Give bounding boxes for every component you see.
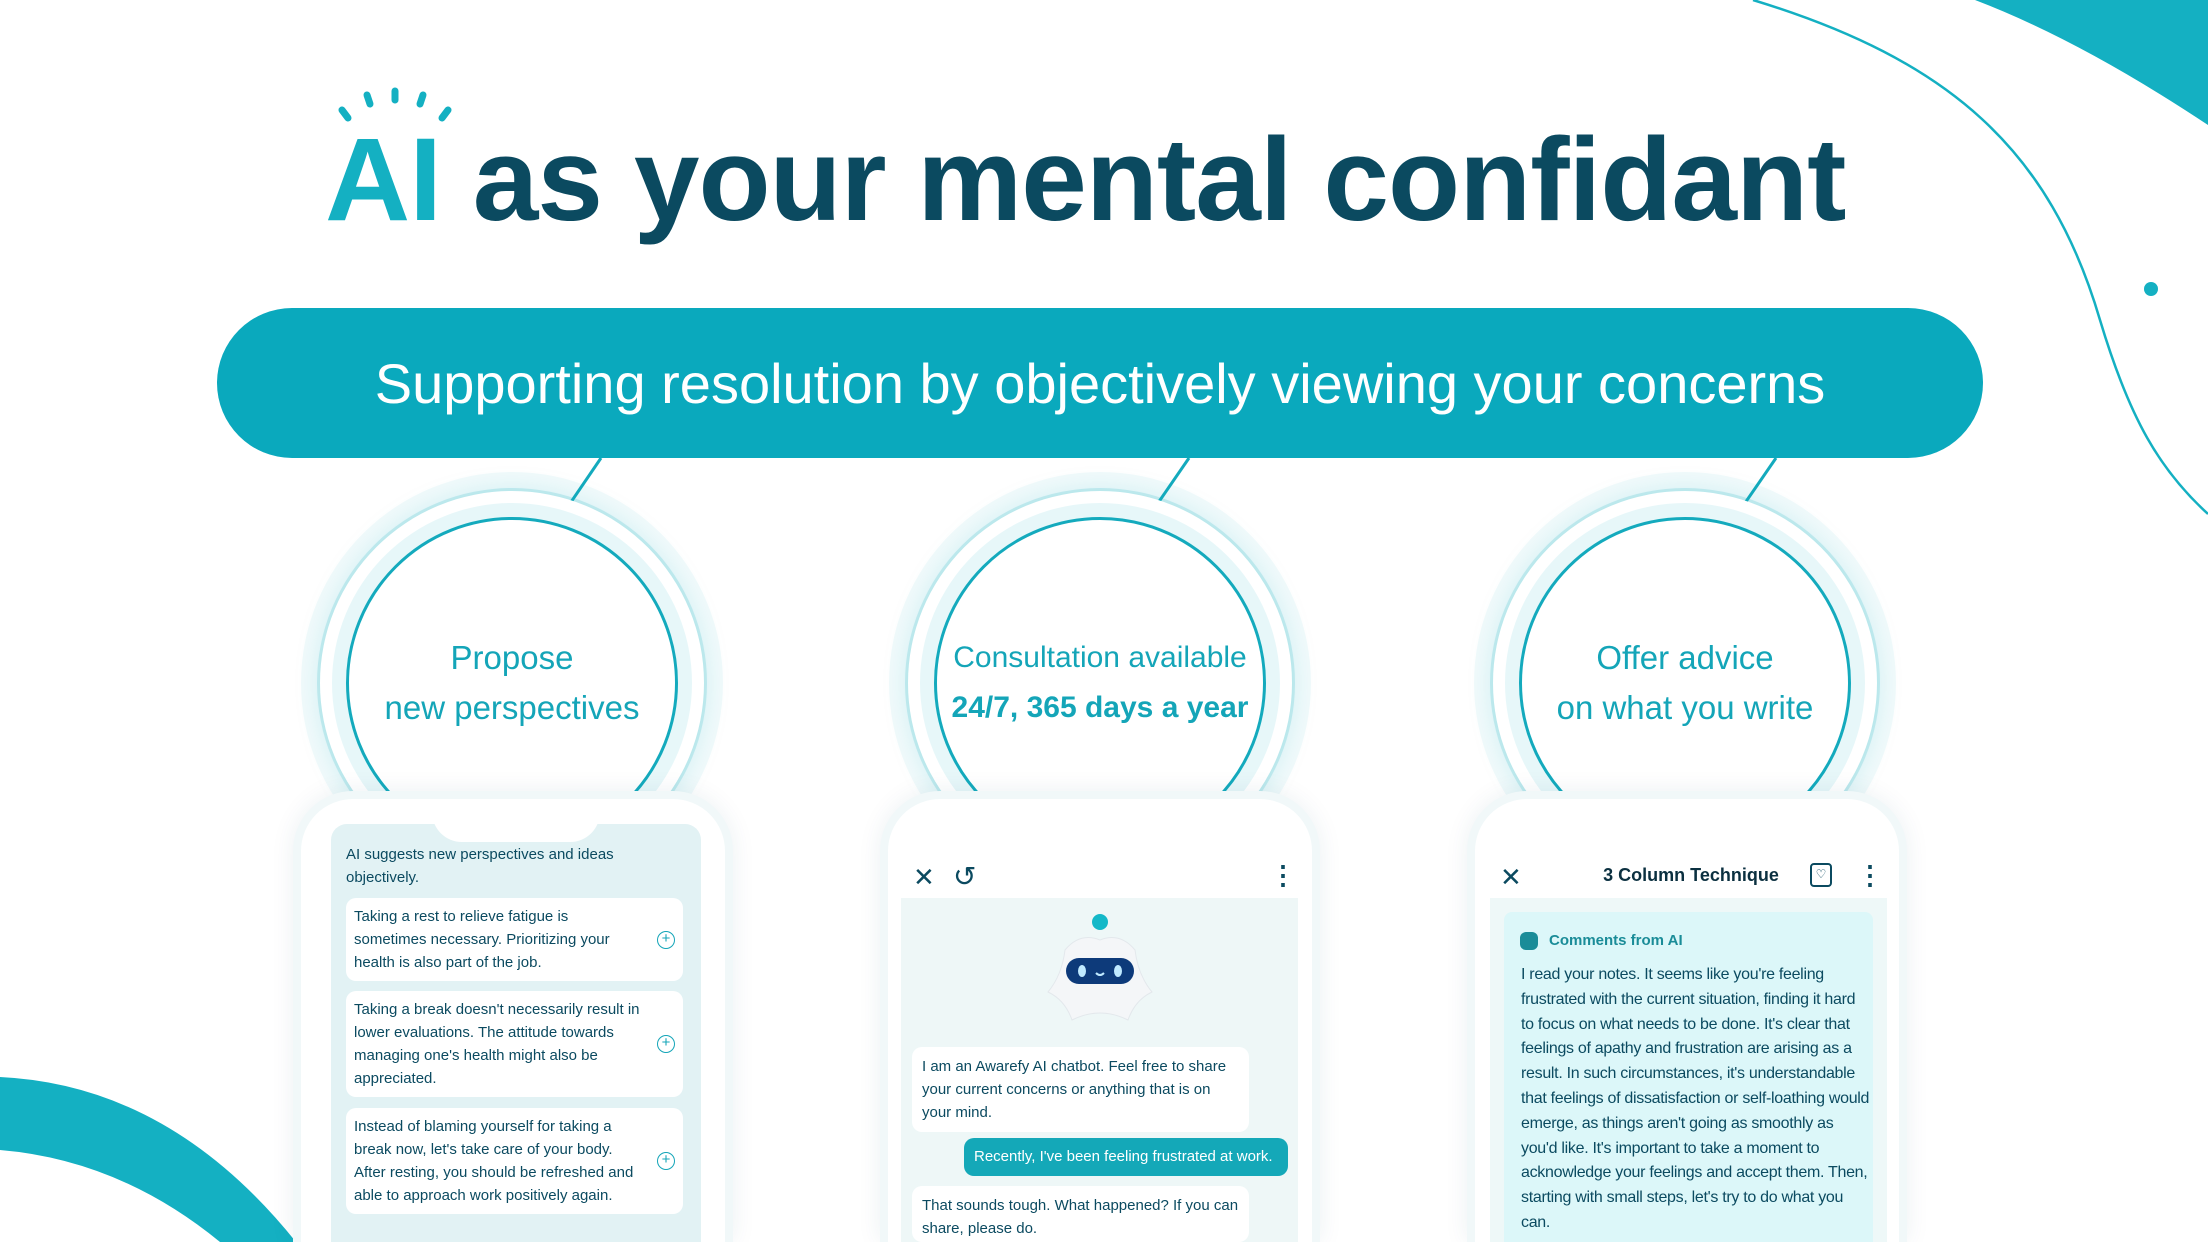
close-icon[interactable]: ✕ [913,862,935,892]
feature-line: on what you write [1556,689,1814,726]
suggestion-card[interactable]: Instead of blaming yourself for taking a… [346,1108,683,1214]
phone1-intro: AI suggests new perspectives and ideas o… [346,846,614,886]
feature-line: 24/7, 365 days a year [951,691,1249,724]
bot-message: That sounds tough. What happened? If you… [912,1186,1249,1242]
card-text: Taking a break doesn't necessarily resul… [354,1001,640,1087]
sparkle-icon [338,87,452,122]
history-icon[interactable]: ↺ [953,861,977,892]
add-icon[interactable]: + [657,1152,675,1170]
thin-curve-line [1752,0,2208,515]
page-title: AI as your mental confidant [325,112,1847,248]
feature-line: Consultation available [953,641,1247,674]
close-icon[interactable]: ✕ [1500,862,1522,892]
robot-icon [1520,932,1538,950]
feature-line: Offer advice [1596,639,1774,676]
accent-dot [2144,282,2158,296]
add-icon[interactable]: + [657,930,675,949]
top-right-wave [1975,0,2208,125]
banner: Supporting resolution by objectively vie… [217,308,1983,458]
add-icon[interactable]: + [657,1035,675,1053]
comments-label: Comments from AI [1549,932,1683,949]
user-message: Recently, I've been feeling frustrated a… [964,1138,1288,1176]
card-text: Taking a rest to relieve fatigue is some… [354,908,610,971]
ai-comment-text: I read your notes. It seems like you're … [1521,966,1870,1231]
ai-comment-panel [1504,912,1873,1242]
phone-notch [432,800,600,842]
bot-message: I am an Awarefy AI chatbot. Feel free to… [912,1047,1249,1132]
add-favorite-note-icon[interactable]: ♡ [1810,863,1832,887]
feature-line: Propose [450,639,574,676]
bottom-left-wave-inner [0,1150,220,1242]
suggestion-card[interactable]: Taking a rest to relieve fatigue is some… [346,898,683,981]
suggestion-card[interactable]: Taking a break doesn't necessarily resul… [346,991,683,1097]
title-rest: as your mental confidant [441,114,1847,246]
screen-title: 3 Column Technique [1603,865,1779,885]
feature-line: new perspectives [384,689,640,726]
more-menu-icon[interactable]: ⋮ [1857,860,1883,890]
more-menu-icon[interactable]: ⋮ [1270,860,1296,890]
card-text: Instead of blaming yourself for taking a… [354,1118,634,1204]
title-accent: AI [325,114,442,246]
robot-mascot-icon [1047,914,1153,1021]
